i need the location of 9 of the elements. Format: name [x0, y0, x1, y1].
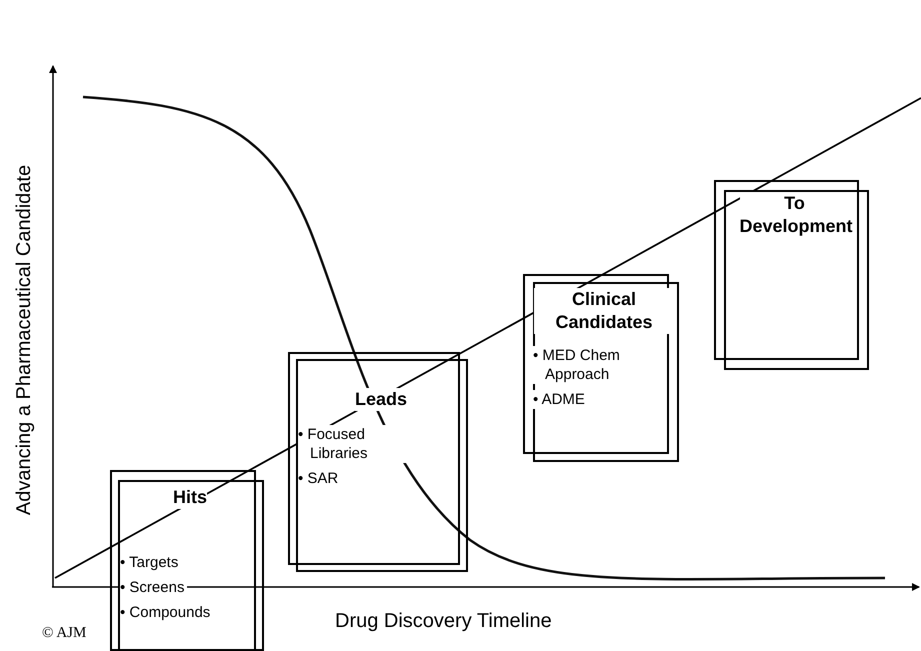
copyright-note: © AJM — [42, 624, 86, 643]
stage-card — [714, 180, 869, 370]
stage-heading: Leads — [354, 388, 408, 411]
stage-card — [523, 274, 679, 462]
stage-card — [288, 352, 468, 572]
bullet-item: • Compounds — [120, 603, 213, 622]
x-axis-title: Drug Discovery Timeline — [335, 609, 552, 634]
stage-card — [110, 470, 264, 651]
y-axis-title: Advancing a Pharmaceutical Candidate — [12, 164, 36, 516]
